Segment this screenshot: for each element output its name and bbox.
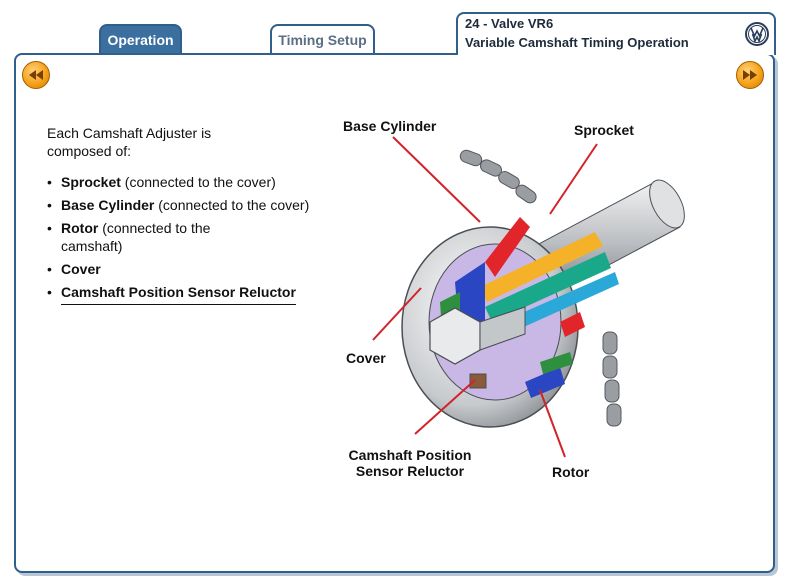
item-detail: (connected to the cover) [120, 174, 276, 190]
item-name: Camshaft Position Sensor Reluctor [61, 284, 296, 300]
item-detail: (connected to the cover) [154, 197, 310, 213]
underlined-item: Camshaft Position Sensor Reluctor [61, 283, 296, 305]
label-reluctor: Camshaft Position Sensor Reluctor [339, 447, 481, 479]
parts-list: • Sprocket (connected to the cover) • Ba… [47, 173, 347, 305]
item-name: Sprocket [61, 174, 121, 190]
description-text: Each Camshaft Adjuster is composed of: •… [47, 124, 347, 310]
title-box: 24 - Valve VR6 Variable Camshaft Timing … [456, 12, 776, 55]
vw-logo-icon [745, 22, 769, 46]
rewind-icon [29, 70, 43, 80]
bullet-icon: • [47, 174, 52, 190]
tab-operation-label: Operation [107, 31, 174, 48]
chain-lower [602, 331, 622, 427]
label-base-cylinder: Base Cylinder [343, 118, 437, 134]
chain-upper [459, 149, 537, 204]
previous-button[interactable] [22, 61, 50, 89]
list-item: • Rotor (connected to the camshaft) [47, 219, 251, 255]
list-item: • Base Cylinder (connected to the cover) [47, 196, 311, 214]
intro-text: Each Camshaft Adjuster is composed of: [47, 125, 212, 159]
bullet-icon: • [47, 197, 52, 213]
label-rotor: Rotor [552, 464, 590, 480]
fast-forward-icon [743, 70, 757, 80]
leader-lines [372, 136, 598, 458]
next-button[interactable] [736, 61, 764, 89]
item-detail: (connected to the camshaft) [61, 220, 211, 254]
tab-timing-setup[interactable]: Timing Setup [270, 24, 375, 53]
label-cover: Cover [346, 350, 386, 366]
page-title: Variable Camshaft Timing Operation [465, 35, 689, 50]
item-name: Cover [61, 261, 101, 277]
list-item: • Camshaft Position Sensor Reluctor [47, 283, 347, 305]
bullet-icon: • [47, 284, 52, 300]
list-item: • Sprocket (connected to the cover) [47, 173, 321, 191]
label-sprocket: Sprocket [574, 122, 634, 138]
item-name: Rotor [61, 220, 99, 236]
label-reluctor-line1: Camshaft Position [348, 447, 472, 463]
center-bolt [429, 306, 526, 365]
reluctor-tab [469, 373, 487, 389]
camshaft-adjuster-diagram [372, 136, 685, 458]
course-title: 24 - Valve VR6 [465, 16, 554, 31]
item-name: Base Cylinder [61, 197, 155, 213]
list-item: • Cover [47, 260, 347, 278]
tab-timing-setup-label: Timing Setup [278, 31, 367, 48]
bullet-icon: • [47, 261, 52, 277]
label-reluctor-line2: Sensor Reluctor [355, 463, 465, 479]
bullet-icon: • [47, 220, 52, 236]
tab-operation[interactable]: Operation [99, 24, 182, 53]
